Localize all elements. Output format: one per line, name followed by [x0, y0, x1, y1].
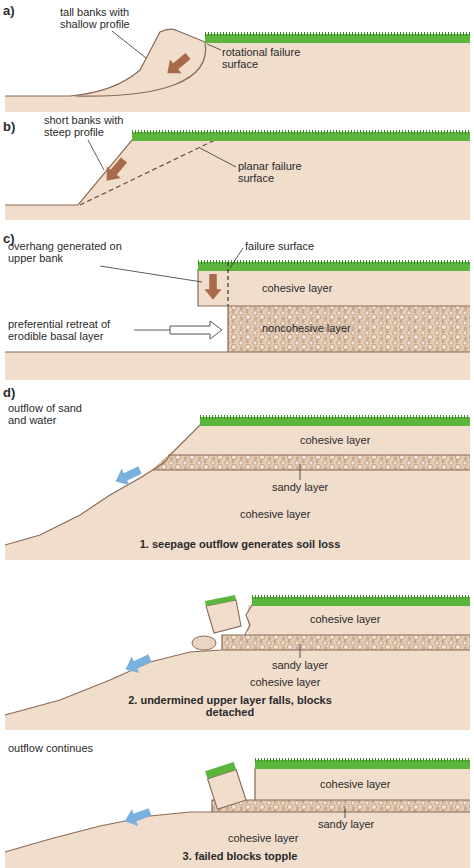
grass-blades: [252, 595, 470, 599]
layer-label: cohesive layer: [300, 434, 370, 446]
grass: [205, 34, 470, 43]
layer-label: cohesive layer: [310, 613, 380, 625]
bank-profile: [5, 425, 470, 545]
seepage-arrow: [122, 650, 154, 678]
layer-outline: [5, 270, 470, 352]
soil-body: [5, 650, 470, 730]
annotation: rotational failure surface: [222, 46, 306, 71]
layer-label: cohesive layer: [250, 676, 320, 688]
sandy-layer: [222, 635, 470, 650]
leader-line: [300, 464, 301, 480]
soil-body: [5, 812, 470, 868]
detached-block: [206, 600, 241, 633]
cohesive-layer: [198, 270, 470, 306]
seepage-arrow: [112, 462, 144, 490]
annotation: overhang generated on upper bank: [8, 240, 136, 265]
layer-label: cohesive layer: [240, 508, 310, 520]
grass-blades: [255, 758, 470, 762]
annotation: outflow continues: [8, 742, 138, 754]
bank-profile: [5, 768, 470, 852]
cohesive-layer: [248, 605, 470, 635]
annotation: failure surface: [245, 240, 355, 252]
cohesive-layer: [255, 768, 470, 800]
grass: [198, 262, 470, 271]
bank-profile: [5, 29, 470, 96]
layer-label: sandy layer: [318, 818, 374, 830]
annotation: short banks with steep profile: [44, 114, 140, 139]
soil-body: [5, 140, 470, 220]
bank-profile: [5, 140, 470, 205]
failure-surface: [75, 42, 206, 96]
leader-line: [230, 248, 243, 268]
grass: [200, 417, 470, 426]
grass: [205, 762, 236, 779]
panel-letter: a): [3, 4, 15, 19]
layer-label: cohesive layer: [262, 282, 332, 294]
sandy-layer: [212, 800, 470, 812]
grass-blades: [198, 260, 470, 264]
grass-blades: [205, 32, 470, 36]
failure-surface: [227, 262, 228, 306]
grass: [252, 597, 470, 606]
failure-surface: [80, 140, 215, 205]
layer-label: cohesive layer: [228, 832, 298, 844]
annotation: tall banks with shallow profile: [60, 6, 152, 31]
leader-line: [134, 330, 170, 331]
step-caption: 3. failed blocks topple: [80, 850, 400, 862]
grass-blades: [132, 130, 470, 134]
panel-letter: d): [3, 386, 15, 401]
leader-line: [112, 31, 146, 58]
step-caption: 2. undermined upper layer falls, blocks …: [110, 694, 350, 719]
step-caption: 1. seepage outflow generates soil loss: [80, 538, 400, 550]
annotation: outflow of sand and water: [8, 402, 92, 427]
soil-body: [5, 425, 470, 560]
seepage-arrow: [122, 804, 154, 830]
soil-body: [5, 29, 470, 112]
layer-label: sandy layer: [272, 659, 328, 671]
leader-line: [207, 44, 221, 50]
grass: [205, 595, 236, 606]
annotation: preferential retreat of erodible basal l…: [8, 318, 134, 343]
fallen-debris: [192, 636, 216, 650]
leader-line: [300, 644, 301, 658]
layer-label: sandy layer: [272, 481, 328, 493]
leader-line: [345, 806, 346, 818]
layer-label: noncohesive layer: [262, 322, 351, 334]
retreat-arrow: [170, 321, 222, 339]
grass: [255, 760, 470, 769]
movement-arrow: [100, 154, 131, 186]
leader-line: [200, 148, 236, 167]
soil-body: [5, 352, 470, 380]
movement-arrow: [204, 274, 221, 300]
grass-blades: [200, 415, 470, 419]
sandy-layer: [152, 455, 470, 470]
leader-line: [88, 140, 104, 170]
movement-arrow: [162, 49, 194, 80]
panel-letter: b): [3, 120, 15, 135]
toppled-block: [205, 762, 246, 809]
grass: [132, 132, 470, 141]
leader-line: [100, 266, 202, 282]
layer-label: cohesive layer: [320, 778, 390, 790]
noncohesive-layer: [228, 306, 470, 352]
annotation: planar failure surface: [238, 160, 322, 185]
